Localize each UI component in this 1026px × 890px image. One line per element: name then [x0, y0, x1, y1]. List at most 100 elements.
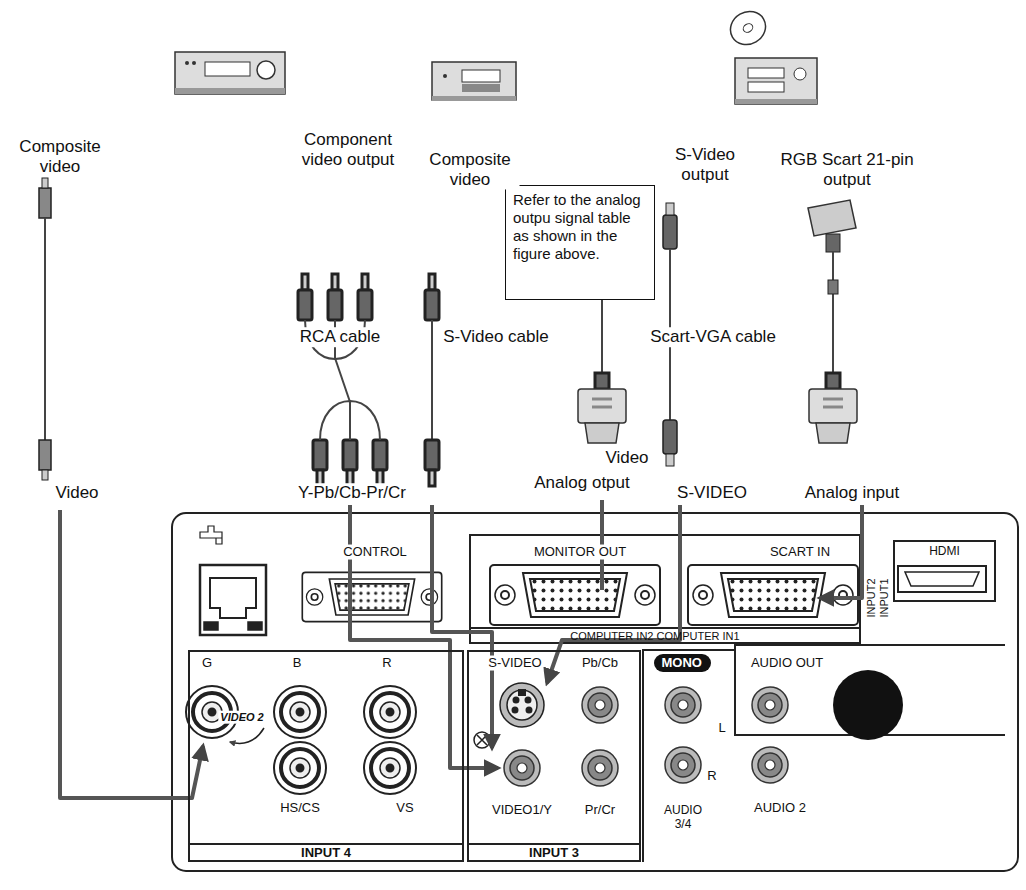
network-port-part [200, 565, 266, 635]
node-text: Refer to the analog outpu signal table a… [513, 191, 647, 263]
node-text: INPUT 4 [190, 843, 462, 860]
hdmi-panel: HDMI [893, 540, 996, 602]
cables-part [373, 440, 387, 486]
projector-panel [172, 513, 1018, 871]
source-devices-part [185, 61, 189, 65]
source-devices-part [724, 5, 771, 51]
s-video-port-part [514, 698, 519, 703]
terminal-name: Pb/Cb [580, 656, 620, 671]
cables-part [666, 203, 674, 215]
cables-part [425, 274, 439, 320]
node-text: MONO [662, 654, 703, 672]
input-panel: INPUT 3 [467, 650, 641, 862]
terminal-name: VIDEO1/Y [490, 803, 554, 818]
terminal-name: S-VIDEO [486, 656, 543, 671]
channel-name: R [705, 769, 718, 784]
signal-wires-part [60, 510, 203, 798]
cables-part [335, 358, 350, 402]
source-devices-part [205, 62, 250, 76]
projector-panel-part [274, 742, 326, 794]
projector-panel-part [898, 566, 986, 592]
cables-part [663, 420, 677, 454]
s-video-port-part [507, 690, 537, 720]
terminal-name: AUDIO 3/4 [657, 804, 709, 832]
cables-part [42, 178, 48, 188]
source-devices [175, 5, 817, 104]
source-devices-part [735, 99, 817, 104]
cables-part [828, 280, 838, 294]
source-devices-part [462, 84, 500, 92]
s-video-port-part [513, 708, 518, 713]
cable-end-label: S-Video output [661, 145, 750, 184]
screw-part [477, 735, 487, 745]
cables-part [431, 320, 433, 440]
projector-panel-part [582, 687, 618, 723]
projector-panel-part [665, 747, 701, 783]
source-devices-part [742, 22, 755, 34]
port-name: COMPUTER IN2 COMPUTER IN1 [568, 630, 741, 643]
s-video-port-part [500, 683, 544, 727]
note-box: Refer to the analog outpu signal table a… [505, 185, 655, 300]
cables-part [578, 373, 626, 443]
terminal-name: VIDEO 2 [218, 711, 265, 724]
cables-part [39, 440, 51, 470]
source-devices-part [794, 68, 806, 80]
projector-panel-part [752, 747, 788, 783]
source-devices-part [257, 61, 275, 79]
cables-part [298, 274, 312, 320]
terminal-name: AUDIO 2 [752, 801, 808, 816]
signal-name: Analog input [803, 483, 902, 503]
terminal-name: HS/CS [278, 801, 322, 816]
source-devices-part [443, 74, 447, 78]
node-text: HDMI [927, 544, 962, 558]
projector-panel-part [302, 572, 441, 621]
projector-panel-part [905, 572, 979, 586]
cable-end-label: RGB Scart 21-pin output [758, 150, 937, 189]
terminal-name: B [291, 656, 304, 671]
screw [474, 732, 490, 748]
network-port [200, 526, 266, 635]
network-port-part [204, 622, 218, 630]
port-name: SCART IN [768, 545, 832, 560]
signal-name: S-VIDEO [675, 483, 749, 503]
cables-part [358, 274, 372, 320]
signal-wires-part [432, 505, 492, 748]
cables-part [328, 274, 342, 320]
channel-name: L [716, 721, 727, 736]
input-number: INPUT2 [865, 577, 878, 618]
network-port-part [210, 578, 256, 618]
signal-wires [60, 500, 862, 798]
terminal-name: G [200, 656, 214, 671]
cables-part [808, 200, 856, 236]
cable-name: S-Video cable [441, 327, 551, 347]
screw-part [474, 732, 490, 748]
s-video-port-part [527, 708, 532, 713]
projector-panel-part [470, 535, 860, 643]
projector-panel-part [582, 750, 618, 786]
input-panel: INPUT 4 [188, 650, 464, 862]
cable-end-label: Composite video [11, 137, 110, 176]
projector-panel-part [665, 687, 701, 723]
source-devices-part [748, 82, 784, 92]
cables [39, 178, 857, 486]
cables-part [663, 215, 677, 249]
terminal-name: AUDIO OUT [749, 656, 825, 671]
source-devices-part [462, 70, 500, 82]
port-name: MONITOR OUT [532, 545, 628, 560]
cables-part [343, 440, 357, 486]
cables-part [39, 188, 51, 218]
port-name: CONTROL [341, 545, 409, 560]
s-video-port-part [526, 698, 531, 703]
projector-panel-part [643, 650, 1005, 862]
projector-panel-part [490, 565, 660, 625]
s-video-port [500, 683, 544, 727]
terminal-name: Pr/Cr [583, 803, 617, 818]
cables-part [826, 234, 840, 252]
source-devices-part [175, 52, 285, 94]
cables-part [809, 373, 857, 443]
projector-panel-part [230, 728, 264, 743]
cables-part [425, 440, 439, 486]
signal-name: Video [53, 483, 100, 503]
cable-name: Scart-VGA cable [648, 327, 778, 347]
